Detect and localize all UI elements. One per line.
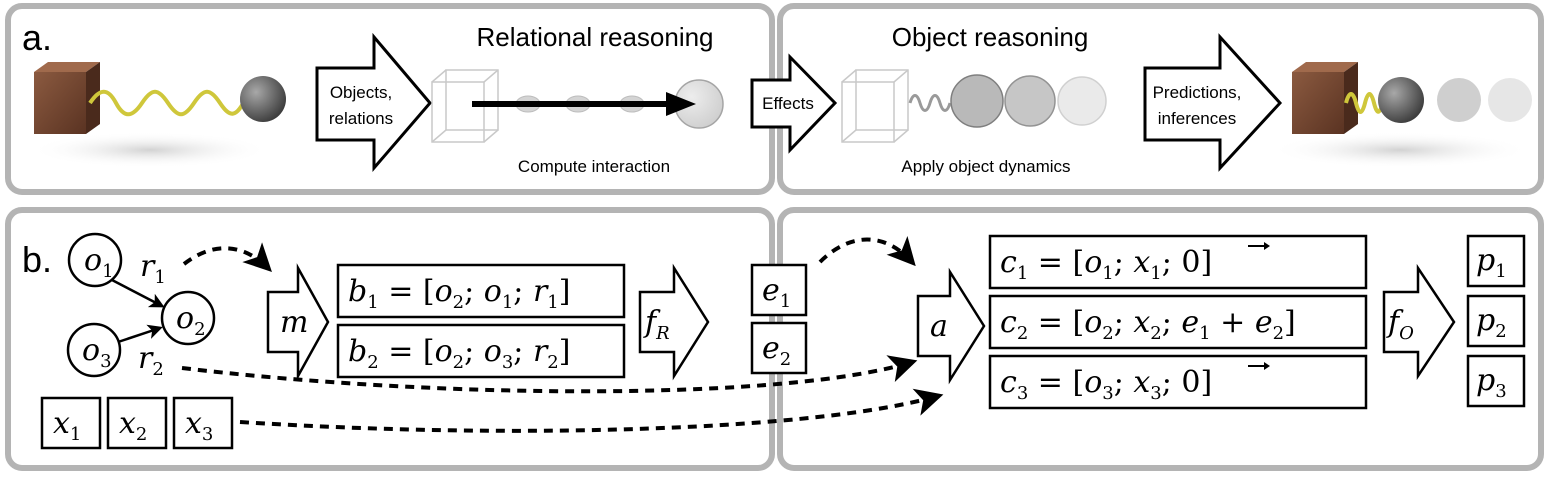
prediction-box-p2: p2: [1466, 294, 1526, 348]
scene-shadow: [30, 132, 270, 168]
external-box-x1: x1: [40, 396, 102, 450]
svg-text:o3: o3: [82, 333, 112, 372]
predicted-scene-image: [1270, 62, 1532, 168]
svg-text:o2: o2: [176, 301, 206, 340]
svg-text:p2: p2: [1476, 303, 1507, 342]
object-row-c2: c2 = [o2; x2; e1 + e2]: [988, 294, 1368, 350]
svg-text:x2: x2: [119, 406, 147, 445]
relation-row-b1: b1 = [o2; o1; r1]: [336, 263, 626, 319]
effect-box-e2: e2: [750, 321, 808, 375]
object-node-o3: o3: [66, 322, 122, 378]
effects-label: Effects: [762, 94, 814, 113]
external-box-x2: x2: [106, 396, 168, 450]
panel-b-label: b.: [22, 239, 52, 280]
panel-a-label: a.: [22, 17, 52, 58]
dashed-arrow-objects-to-aggregator: [181, 355, 918, 394]
ball-ghost-icon: [1437, 78, 1481, 122]
predictions-inferences-arrow: Predictions, inferences: [1143, 33, 1283, 172]
spring-icon: [88, 89, 248, 117]
dashed-arrow-to-marshal: [182, 242, 272, 272]
relation-row-b2: b2 = [o2; o3; r2]: [336, 323, 626, 379]
svg-text:e1: e1: [762, 273, 791, 312]
wireframe-cube-icon-2: [841, 69, 909, 143]
prediction-box-p3: p3: [1466, 354, 1526, 408]
relation-edge-r1: [111, 278, 165, 308]
relation-label-r2: r2: [138, 341, 164, 380]
ball-ghost-icon-2: [1488, 78, 1532, 122]
object-node-o1: o1: [67, 232, 123, 288]
compressed-spring-icon: [1344, 92, 1385, 114]
wireframe-ball-icon-4: [1057, 76, 1107, 126]
apply-object-dynamics-caption: Apply object dynamics: [901, 157, 1070, 176]
svg-text:b2 = [o2; o3; r2]: b2 = [o2; o3; r2]: [348, 334, 570, 373]
svg-text:b1 = [o2; o1; r1]: b1 = [o2; o1; r1]: [348, 274, 570, 313]
marshal-function-arrow: m: [266, 263, 330, 381]
object-row-c1: c1 = [o1; x1; 0]: [988, 234, 1368, 290]
svg-text:c2 = [o2; x2; e1 + e2]: c2 = [o2; x2; e1 + e2]: [1000, 305, 1296, 344]
svg-text:p3: p3: [1476, 363, 1507, 402]
scene-shadow-2: [1270, 132, 1530, 168]
wireframe-cube-icon: [431, 69, 499, 143]
prediction-box-p1: p1: [1466, 234, 1526, 288]
objects-relations-arrow: Objects, relations: [315, 32, 432, 173]
external-box-x3: x3: [172, 396, 234, 450]
effect-box-e1: e1: [750, 263, 808, 317]
ball-icon: [240, 76, 286, 122]
compute-interaction-caption: Compute interaction: [518, 157, 670, 176]
vector-arrow-icon-2: [1248, 362, 1270, 370]
vector-arrow-icon: [1248, 242, 1270, 250]
interaction-arrow: [472, 92, 696, 116]
object-node-o2: o2: [160, 290, 216, 346]
compressed-spring-ghost-icon: [908, 94, 952, 112]
relational-model-arrow: fR: [638, 263, 710, 381]
relations-label: relations: [329, 109, 393, 128]
relational-reasoning-title: Relational reasoning: [476, 22, 713, 52]
dashed-arrow-effects-to-aggregator: [818, 235, 916, 267]
svg-text:c3 = [o3; x3; 0]: c3 = [o3; x3; 0]: [1000, 365, 1212, 404]
inferences-label: inferences: [1158, 109, 1236, 128]
svg-text:o1: o1: [84, 243, 114, 282]
object-reasoning-title: Object reasoning: [892, 22, 1089, 52]
wooden-block-icon: [34, 62, 100, 134]
effects-arrow: Effects: [750, 53, 838, 154]
object-model-arrow: fO: [1382, 263, 1456, 381]
dashed-arrow-externals-to-aggregator: [239, 388, 944, 433]
predictions-label: Predictions,: [1153, 83, 1242, 102]
marshal-function-label: m: [280, 305, 308, 340]
relation-label-r1: r1: [140, 249, 166, 288]
initial-scene-image: [30, 62, 286, 168]
svg-text:x1: x1: [53, 406, 81, 445]
svg-text:c1 = [o1; x1; 0]: c1 = [o1; x1; 0]: [1000, 245, 1212, 284]
ball-icon-2: [1378, 77, 1424, 123]
svg-text:e2: e2: [762, 331, 791, 370]
relation-edge-r2: [117, 324, 163, 344]
wireframe-ball-icon-3: [1004, 75, 1056, 127]
wooden-block-icon-2: [1292, 62, 1358, 134]
wireframe-ball-icon-2: [950, 74, 1004, 128]
interaction-ghost-spheres: [515, 95, 645, 113]
svg-text:p1: p1: [1476, 243, 1507, 282]
svg-text:x3: x3: [185, 406, 213, 445]
aggregation-function-arrow: a: [916, 267, 986, 385]
aggregation-function-label: a: [930, 309, 948, 344]
object-row-c3: c3 = [o3; x3; 0]: [988, 354, 1368, 410]
objects-label: Objects,: [330, 83, 392, 102]
